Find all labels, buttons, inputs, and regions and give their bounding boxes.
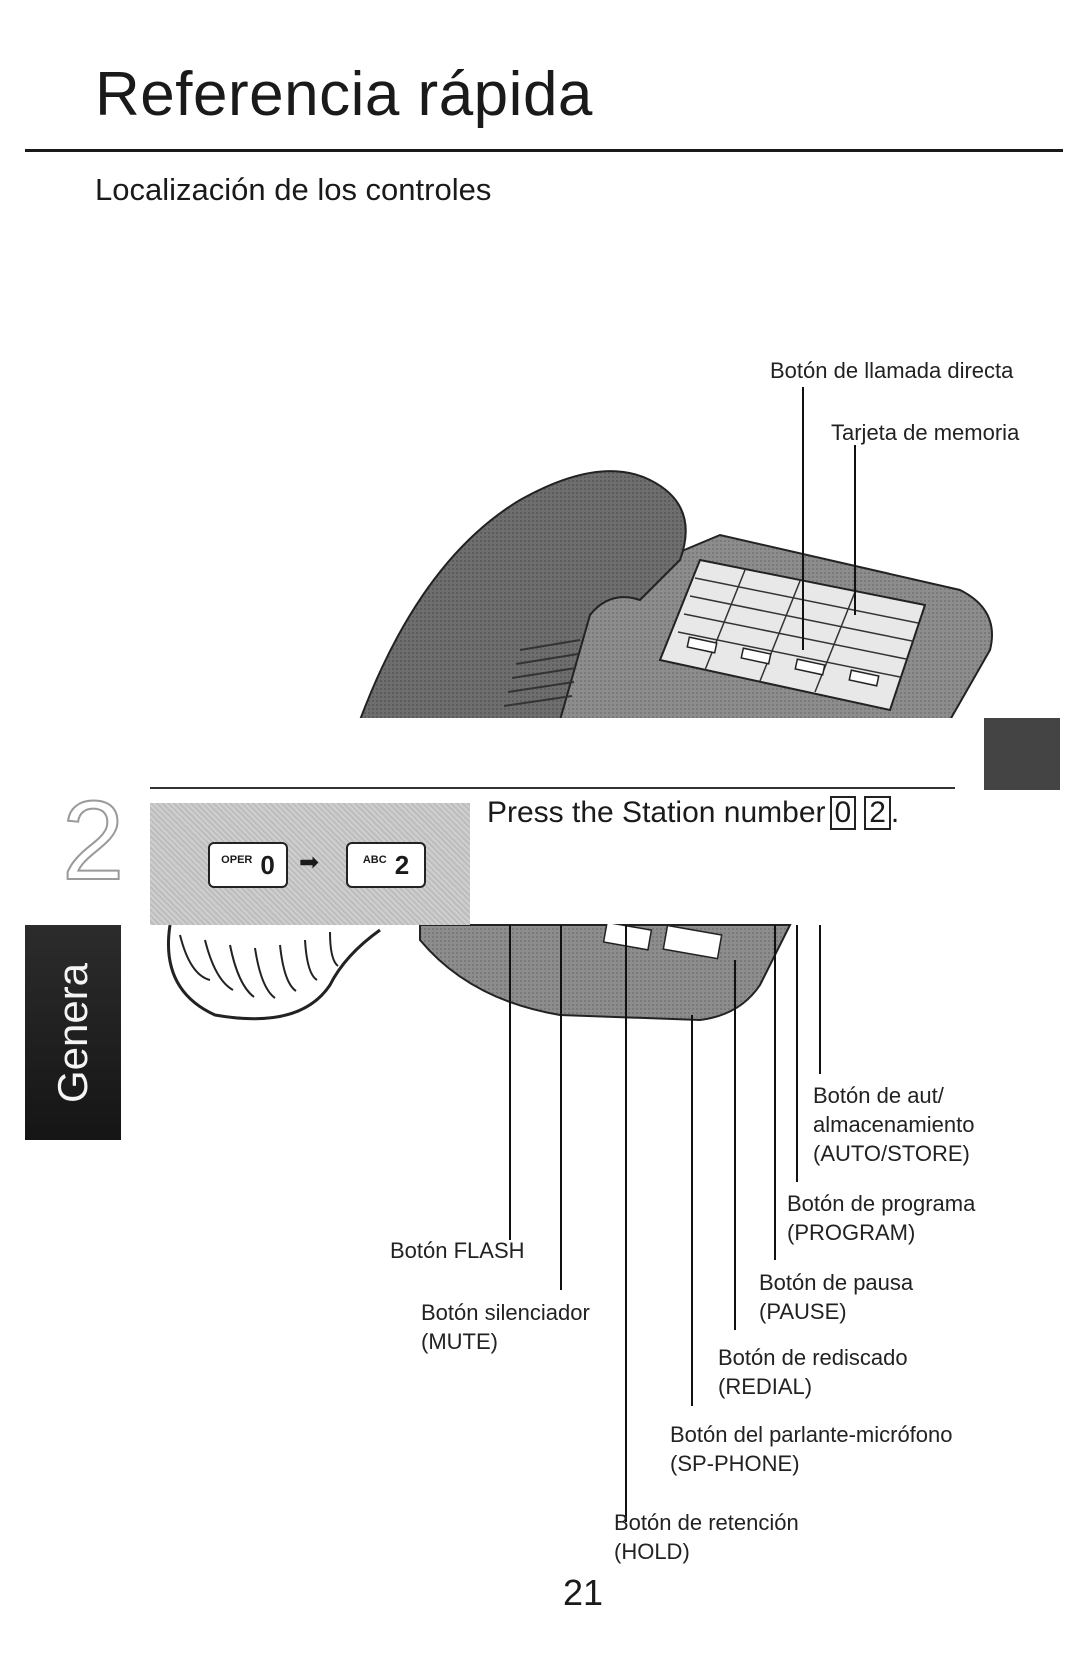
right-arrow-icon: ➡: [299, 849, 320, 876]
page-title: Referencia rápida: [95, 60, 593, 129]
corner-marker: [984, 718, 1060, 792]
callout-line: (PROGRAM): [787, 1220, 916, 1245]
coiled-cord: [167, 924, 381, 1021]
callout-line: (MUTE): [421, 1329, 498, 1354]
key-sup-label: OPER: [221, 854, 253, 866]
instruction-label: Press the Station number: [487, 796, 826, 829]
abc-2-key: ABC 2: [346, 842, 426, 888]
callout-redial: Botón de rediscado (REDIAL): [718, 1343, 908, 1401]
speaker-grille: [503, 639, 581, 707]
callout-line: Botón de aut/: [813, 1083, 944, 1108]
callout-pause: Botón de pausa (PAUSE): [759, 1268, 913, 1326]
callout-line: (SP-PHONE): [670, 1451, 800, 1476]
oper-0-key: OPER 0: [208, 842, 288, 888]
callout-flash: Botón FLASH: [390, 1238, 525, 1263]
overlay-strip: [150, 718, 1060, 776]
key-main-label: 0: [260, 849, 275, 880]
section-subtitle: Localización de los controles: [95, 172, 492, 207]
title-rule: [25, 149, 1063, 152]
leader-lines-bottom: [509, 925, 821, 1522]
handset: [358, 470, 687, 721]
callout-auto-store: Botón de aut/ almacenamiento (AUTO/STORE…: [813, 1081, 974, 1168]
lower-buttons: [602, 921, 723, 960]
callout-line: Botón de rediscado: [718, 1345, 908, 1370]
key-sup-label: ABC: [362, 854, 387, 866]
overlay-divider: [150, 787, 955, 789]
page-number: 21: [563, 1572, 604, 1613]
callout-mute: Botón silenciador (MUTE): [421, 1298, 590, 1356]
callout-line: Botón de retención: [614, 1510, 799, 1535]
leader-lines-top: [802, 387, 856, 650]
callout-line: (PAUSE): [759, 1299, 847, 1324]
callout-sp-phone: Botón del parlante-micrófono (SP-PHONE): [670, 1420, 953, 1478]
callout-line: Botón de programa: [787, 1191, 976, 1216]
callout-line: almacenamiento: [813, 1112, 975, 1137]
key-main-label: 2: [394, 849, 410, 880]
callout-line: (REDIAL): [718, 1374, 813, 1399]
instruction-period: .: [890, 796, 900, 829]
callout-program: Botón de programa (PROGRAM): [787, 1189, 975, 1247]
callout-memory-card: Tarjeta de memoria: [831, 420, 1020, 445]
boxed-digit: 2: [864, 796, 891, 830]
callout-direct-call: Botón de llamada directa: [770, 358, 1014, 383]
callout-line: (HOLD): [614, 1539, 690, 1564]
callout-hold: Botón de retención (HOLD): [614, 1508, 799, 1566]
section-number: 2: [61, 778, 125, 903]
callout-line: Botón silenciador: [421, 1300, 590, 1325]
direct-call-buttons: [686, 636, 880, 687]
callout-line: Botón del parlante-micrófono: [670, 1422, 953, 1447]
section-tab-label: Genera: [49, 962, 96, 1103]
boxed-digit: 0: [829, 796, 857, 830]
callout-line: Botón de pausa: [759, 1270, 914, 1295]
section-tab: Genera: [25, 925, 121, 1140]
callout-line: (AUTO/STORE): [813, 1141, 970, 1166]
